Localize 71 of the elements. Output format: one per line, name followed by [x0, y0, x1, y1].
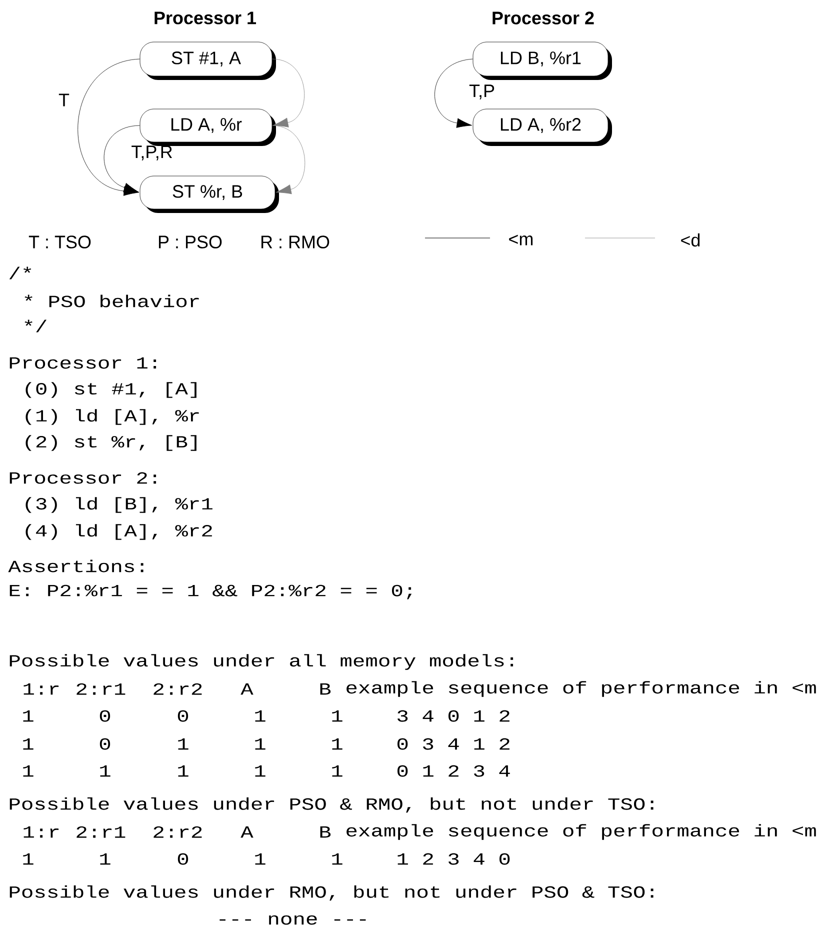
legend-text: <d: [681, 233, 700, 247]
instruction-box: LD A, %r2: [472, 108, 612, 146]
code-text: example sequence of performance in <m: [346, 824, 816, 840]
code-text: 1: [23, 853, 34, 865]
arrow: [104, 125, 140, 192]
code-text: Possible values under PSO & RMO, but not under TSO:: [10, 797, 654, 813]
code-text: 1 2 3 4 0: [398, 853, 510, 865]
code-text: (1) ld [A], %r: [26, 409, 199, 425]
code-text: 1: [332, 710, 342, 722]
code-text: 2:r2: [154, 826, 202, 838]
code-text: 1: [332, 853, 342, 865]
code-text: A: [240, 826, 254, 838]
code-text: 1:r: [24, 683, 59, 695]
legend-text: T : TSO: [28, 236, 91, 248]
column-heading: Processor 2: [492, 12, 594, 24]
code-text: 1: [255, 853, 266, 865]
code-text: 1: [255, 738, 266, 750]
code-text: 0: [178, 853, 188, 865]
code-text: 1: [332, 738, 342, 750]
code-text: 1: [332, 765, 342, 777]
code-text: 0: [100, 710, 110, 722]
code-text: --- none ---: [220, 915, 366, 925]
legend-text: <m: [509, 234, 533, 246]
code-text: 1: [178, 765, 188, 777]
edge-label: T,P,R: [132, 146, 172, 160]
code-text: Processor 2:: [10, 472, 156, 484]
code-text: Possible values under all memory models:: [10, 654, 514, 670]
code-text: Processor 1:: [10, 357, 156, 369]
code-text: 1: [23, 738, 34, 750]
code-text: 0 3 4 1 2: [398, 738, 510, 750]
code-text: 1: [255, 765, 266, 777]
code-text: 0: [100, 738, 110, 750]
code-text: example sequence of performance in <m: [346, 681, 816, 697]
code-text: E: P2:%r1 = = 1 && P2:%r2 = = 0;: [10, 584, 412, 600]
code-text: (0) st #1, [A]: [26, 382, 196, 398]
code-text: 2:r1: [76, 826, 126, 838]
arrow: [272, 58, 304, 128]
code-text: */: [24, 320, 46, 332]
code-text: 0 1 2 3 4: [398, 765, 510, 777]
code-text: B: [320, 826, 331, 838]
code-text: /*: [9, 266, 32, 280]
code-text: 2:r2: [154, 683, 202, 695]
code-text: Assertions:: [8, 560, 144, 572]
column-heading: Processor 1: [154, 12, 256, 24]
code-text: 0: [178, 710, 188, 722]
code-text: 3 4 0 1 2: [398, 710, 510, 722]
code-text: (4) ld [A], %r2: [26, 524, 212, 540]
legend-text: P : PSO: [158, 236, 222, 248]
edge-label: T: [58, 94, 70, 106]
code-text: Possible values under RMO, but not under PSO & TSO:: [10, 885, 654, 901]
code-text: 1:r: [24, 826, 59, 838]
code-text: B: [320, 683, 331, 695]
code-text: (3) ld [B], %r1: [26, 497, 212, 513]
code-text: 1: [23, 710, 34, 722]
code-text: * PSO behavior: [24, 294, 199, 308]
instruction-box: LD A, %r: [140, 108, 276, 146]
code-text: 2:r1: [76, 683, 126, 695]
arrow: [434, 58, 473, 128]
legend-text: R : RMO: [261, 236, 330, 248]
code-text: 1: [100, 765, 110, 777]
instruction-box: ST %r, B: [140, 176, 279, 213]
instruction-box: ST #1, A: [140, 42, 276, 80]
code-text: 1: [100, 853, 110, 865]
instruction-box: LD B, %r1: [472, 42, 612, 80]
code-text: 1: [178, 738, 188, 750]
edge-label: T,P: [469, 84, 494, 100]
code-text: 1: [23, 765, 34, 777]
arrow: [272, 125, 306, 194]
code-text: 1: [255, 710, 266, 722]
code-text: A: [240, 683, 254, 695]
code-text: (2) st %r, [B]: [26, 435, 196, 451]
